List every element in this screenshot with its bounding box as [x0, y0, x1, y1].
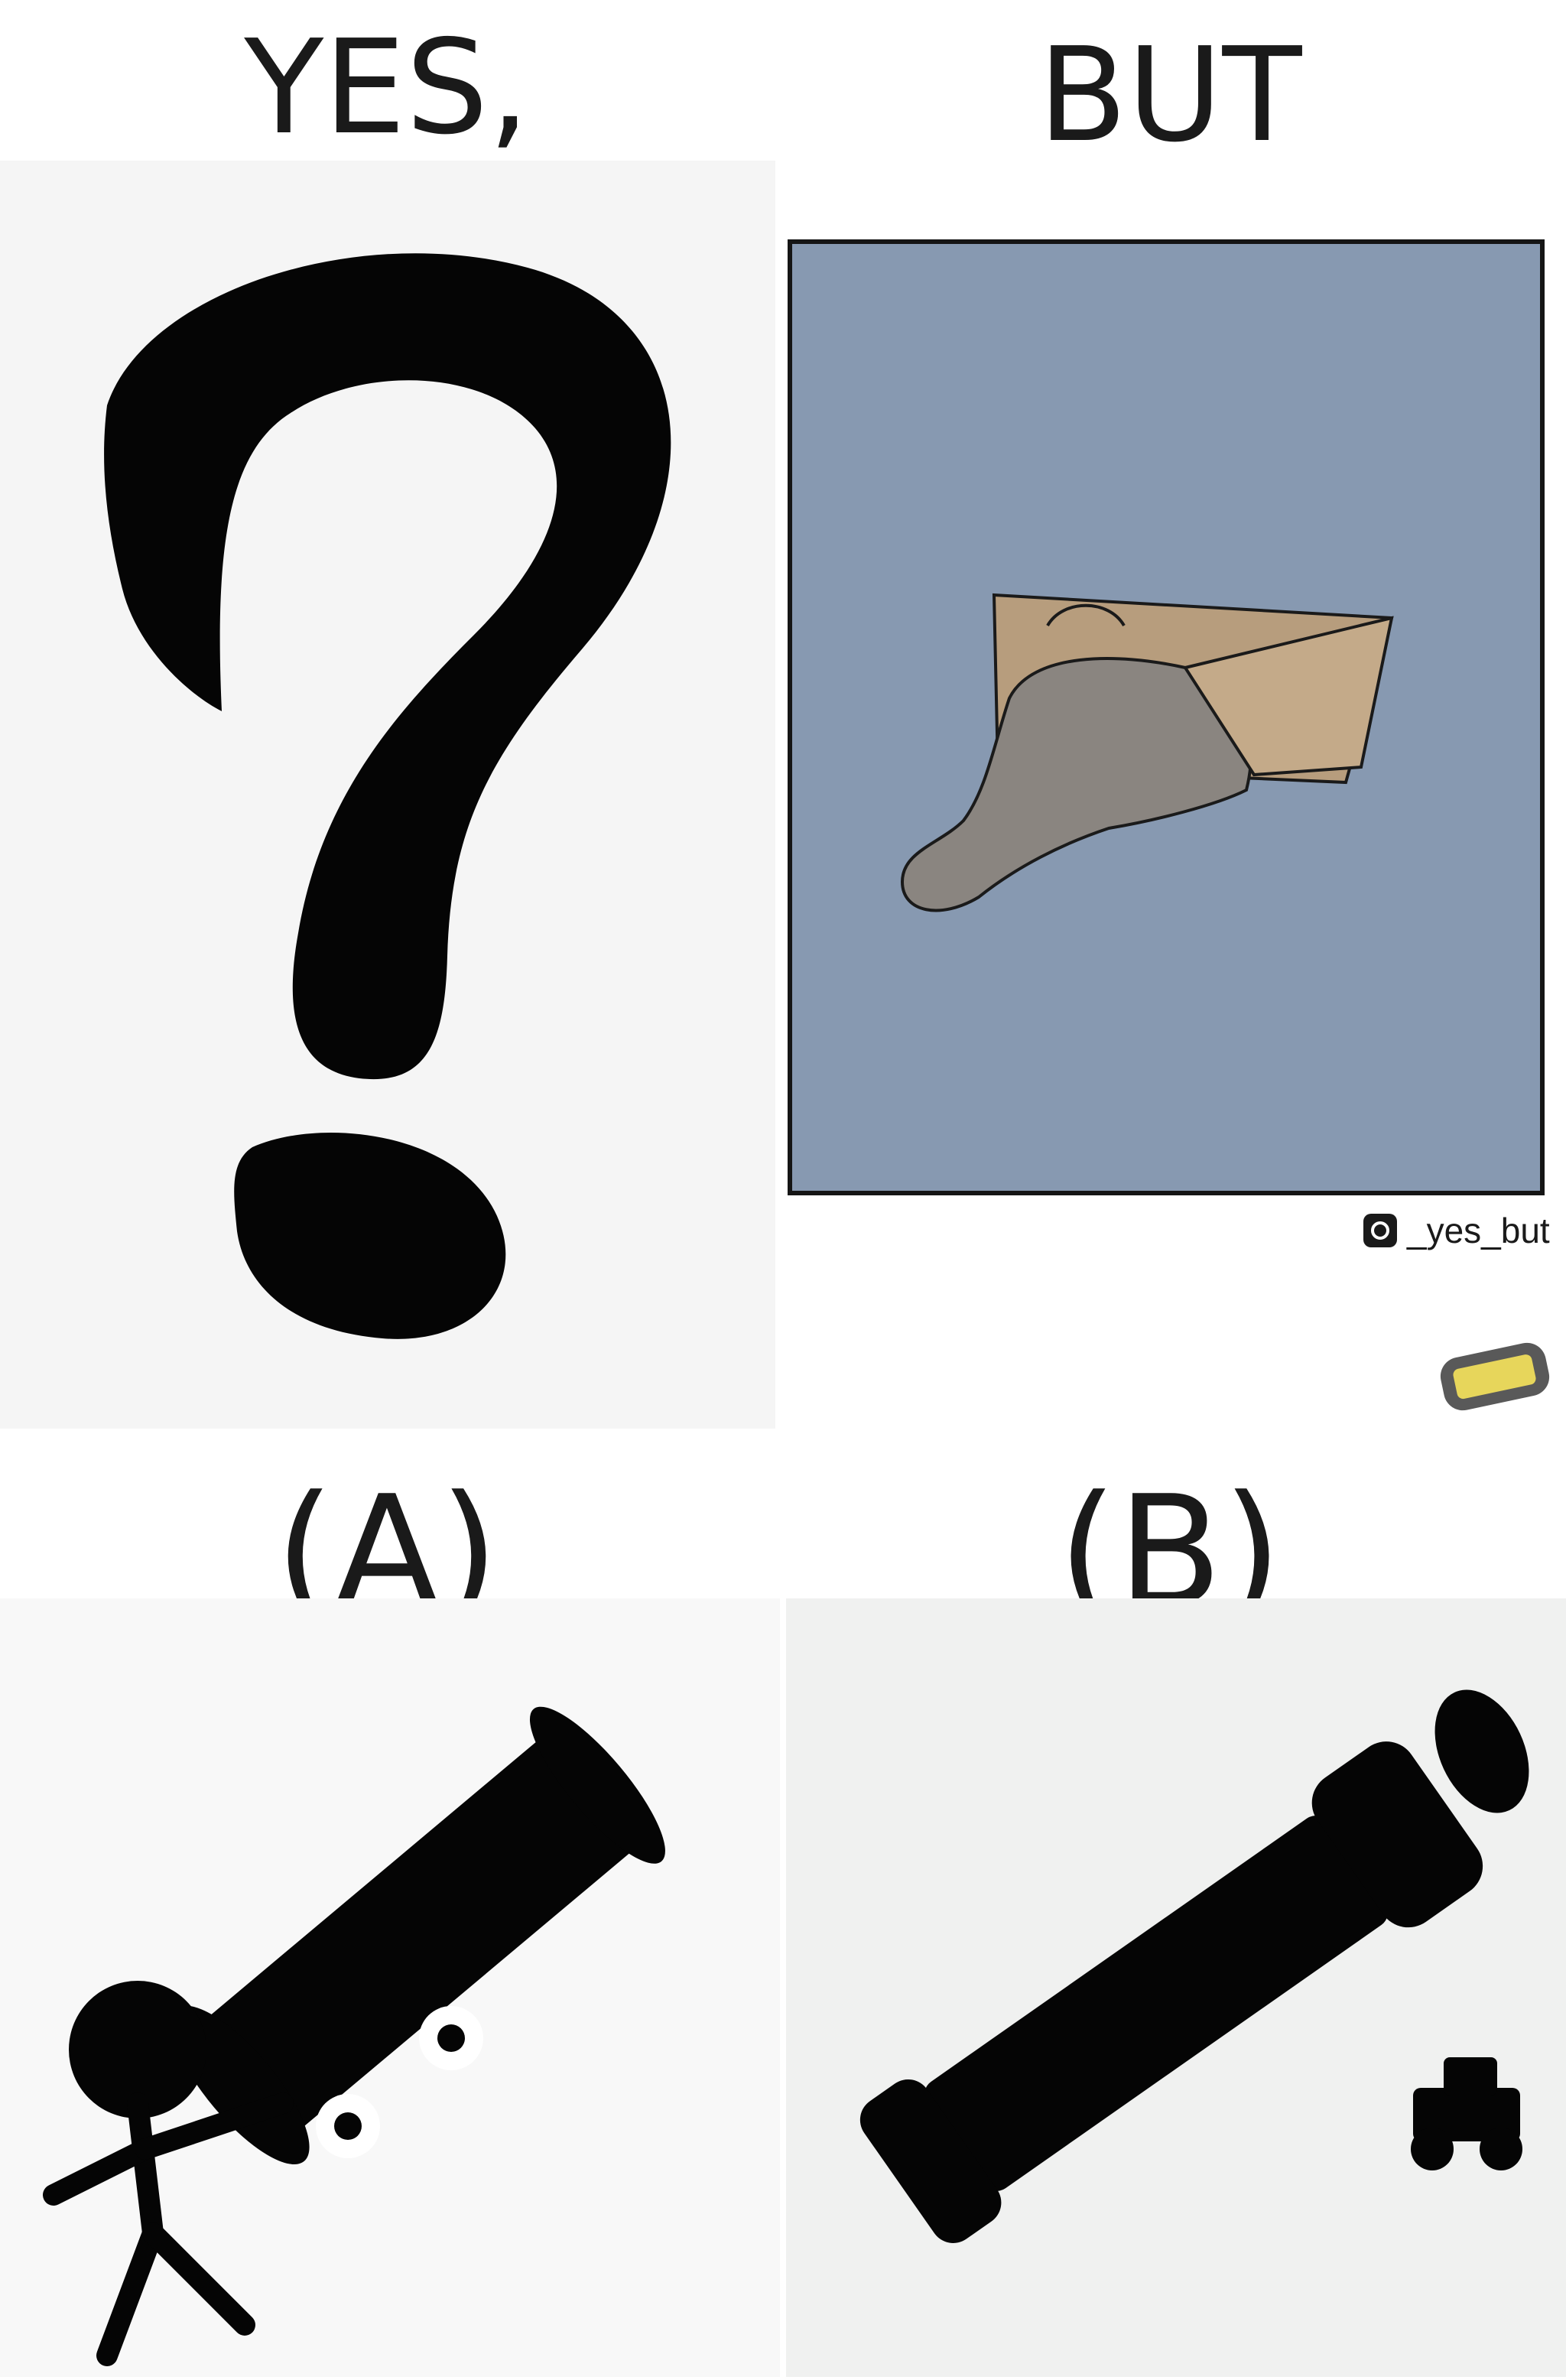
- handle-text: _yes_but: [1407, 1211, 1550, 1250]
- option-a-panel: [0, 1598, 780, 2377]
- instagram-handle: _yes_but: [1361, 1210, 1550, 1251]
- yes-heading: YES,: [244, 12, 530, 164]
- option-b-panel: [786, 1598, 1566, 2377]
- instagram-icon: [1363, 1214, 1397, 1247]
- comic-panel: [788, 239, 1566, 1197]
- telescope-with-car-icon: [859, 1689, 1529, 2243]
- elephant-in-bag-illustration: [788, 239, 1545, 1195]
- person-with-telescope-icon: [43, 1706, 665, 2366]
- but-heading: BUT: [1038, 20, 1302, 171]
- question-mark-panel: [0, 161, 775, 1429]
- question-mark-icon: [104, 253, 671, 1339]
- artist-logo: [1440, 1342, 1550, 1411]
